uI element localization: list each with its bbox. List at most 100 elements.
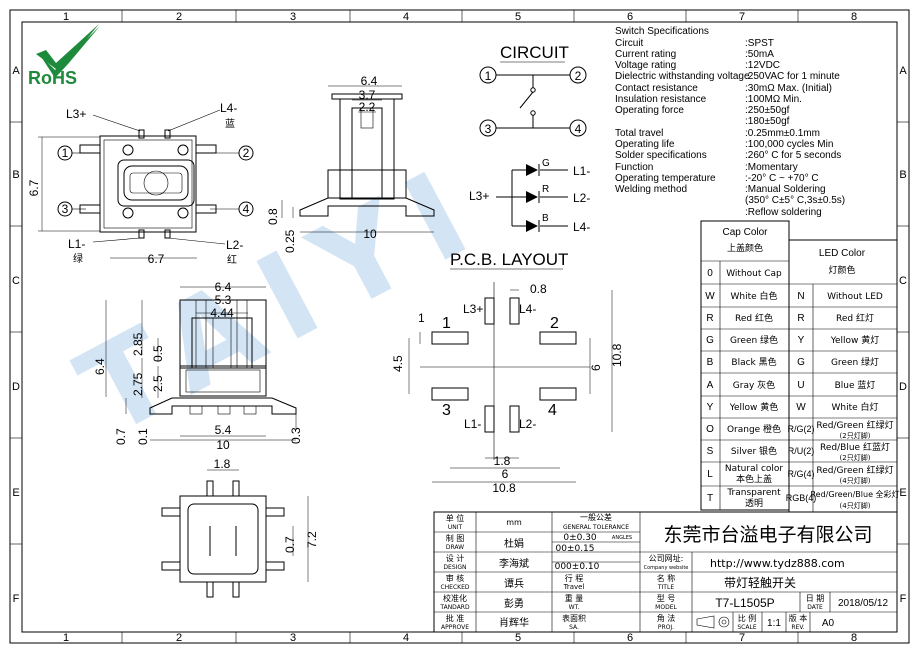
- spec-heading: Switch Specifications: [615, 26, 709, 37]
- led-name: Green 绿灯: [831, 356, 879, 368]
- pcb-pad: 2: [550, 315, 559, 332]
- led-code: R/U(2): [788, 446, 815, 456]
- dim-label: 0.5: [151, 345, 165, 362]
- pcb-pad: 3: [442, 402, 451, 419]
- col-label: 6: [627, 11, 633, 23]
- tb-label: 设 计: [446, 553, 465, 563]
- col-label: 6: [627, 632, 633, 644]
- tb-label: 一般公差: [580, 512, 612, 522]
- pcb-led: L4-: [519, 302, 536, 316]
- dim-label: 10.8: [610, 343, 624, 367]
- spec-key: Voltage rating: [615, 60, 676, 71]
- cap-code: B: [707, 357, 714, 368]
- led-code: G: [797, 357, 805, 368]
- cap-name: Red 红色: [735, 312, 773, 324]
- tb-label-en: SA.: [569, 624, 579, 631]
- dim-label: 1.8: [214, 457, 231, 471]
- led-name: Red/Green/Blue 全彩灯: [810, 489, 899, 499]
- rohs-text: RoHS: [28, 68, 77, 88]
- tb-label-en: APPROVE: [441, 624, 469, 631]
- col-label: 5: [515, 11, 521, 23]
- cap-code: O: [706, 424, 714, 435]
- circuit-pin: 2: [575, 69, 582, 83]
- side-view: 6.4 3.7 2.2 0.8 0.25 10: [266, 74, 435, 253]
- spec-value: :SPST: [745, 38, 774, 49]
- dim-label: 0.8: [530, 282, 547, 296]
- led-name: Red/Blue 红蓝灯: [820, 441, 890, 453]
- tb-value: 谭兵: [504, 577, 524, 590]
- spec-value: :0.25mm±0.1mm: [745, 128, 820, 139]
- tol-value: 000±0.10: [555, 562, 600, 572]
- spec-value: :50mA: [745, 49, 774, 60]
- dim-label: 1.8: [494, 454, 511, 468]
- row-label: D: [12, 381, 20, 393]
- spec-value: :Manual Soldering: [745, 184, 826, 195]
- cap-name: Yellow 黄色: [729, 401, 779, 413]
- led-code: RGB(4): [786, 493, 817, 503]
- spec-value: :-20° C ~ +70° C: [745, 173, 819, 184]
- dim-label: 0.7: [114, 428, 128, 445]
- rohs-logo: RoHS: [28, 24, 100, 88]
- tb-label-en: TITLE: [657, 584, 674, 591]
- led-code: R/G(4): [788, 469, 815, 479]
- dim-label: 6.7: [148, 252, 165, 266]
- dim-label: 4.5: [391, 355, 405, 372]
- row-label: B: [899, 169, 906, 181]
- drawing-revision: A0: [822, 618, 835, 629]
- circuit-pin: 4: [575, 122, 582, 136]
- front-view: 6.4 5.3 4.44 6.4 2.85 0.5 2.75 2.5 0.7 0…: [93, 280, 303, 452]
- led-color-table: LED Color 灯颜色 N R Y G U W R/G(2) R/U(2) …: [786, 239, 900, 513]
- dim-label: 0.7: [283, 536, 297, 553]
- led-code: W: [796, 402, 806, 413]
- led-note: (2只灯脚): [840, 453, 871, 462]
- tb-label: 日 期: [806, 594, 825, 603]
- dim-label: 7.2: [305, 531, 319, 548]
- bottom-view: 1.8 0.7 7.2: [161, 457, 319, 598]
- spec-value: :30mΩ Max. (Initial): [745, 83, 832, 94]
- led-note: (2只灯脚): [840, 431, 871, 440]
- led-name: Red 红灯: [836, 312, 874, 324]
- pin-label: 2: [243, 146, 250, 160]
- col-label: 3: [290, 11, 296, 23]
- dim-label: 6: [502, 467, 509, 481]
- led-name: Yellow 黄灯: [830, 334, 880, 346]
- dim-label: 6: [589, 364, 603, 371]
- dim-label: 5.4: [215, 423, 232, 437]
- dim-label: 5.3: [215, 293, 232, 307]
- spec-value: :180±50gf: [745, 116, 790, 127]
- tb-label: 公司网址:: [649, 553, 684, 563]
- tol-angles: ANGLES: [612, 535, 632, 541]
- tol-value: 0±0.30: [563, 533, 597, 543]
- spec-value: :Momentary: [745, 162, 798, 173]
- cap-code: T: [707, 493, 713, 504]
- led-color-red: 红: [227, 253, 237, 266]
- dim-label: 6.4: [361, 74, 378, 88]
- tb-label-en: UNIT: [448, 524, 463, 531]
- pcb-led: L3+: [463, 302, 483, 316]
- dim-label: 0.25: [283, 229, 297, 253]
- cap-name: Gray 灰色: [733, 379, 775, 391]
- tb-label-en: MODEL: [655, 604, 677, 611]
- pcb-led: L2-: [519, 417, 536, 431]
- drawing-scale: 1:1: [767, 618, 781, 629]
- led-label-l1: L1-: [68, 237, 85, 251]
- switch-specifications: Switch Specifications Circuit:SPST Curre…: [615, 26, 845, 218]
- spec-value: :12VDC: [745, 60, 780, 71]
- led-title-en: LED Color: [819, 248, 866, 259]
- spec-key: Total travel: [615, 128, 663, 139]
- tb-label-en: DRAW: [446, 544, 464, 551]
- spec-key: Operating life: [615, 139, 675, 150]
- cap-title-cn: 上盖颜色: [727, 242, 763, 254]
- tb-value: 杜娟: [504, 537, 524, 550]
- tb-value: mm: [506, 518, 522, 527]
- row-label: C: [12, 275, 20, 287]
- tb-label-en: GENERAL TOLERANCE: [563, 524, 629, 531]
- tb-label: 审 核: [446, 573, 465, 583]
- watermark: TAIYI: [58, 138, 504, 463]
- row-label: C: [899, 275, 907, 287]
- tb-label: 重 量: [565, 593, 584, 603]
- circuit-pin: 1: [485, 69, 492, 83]
- cap-name: Without Cap: [726, 269, 782, 279]
- tb-label: 单 位: [446, 513, 465, 523]
